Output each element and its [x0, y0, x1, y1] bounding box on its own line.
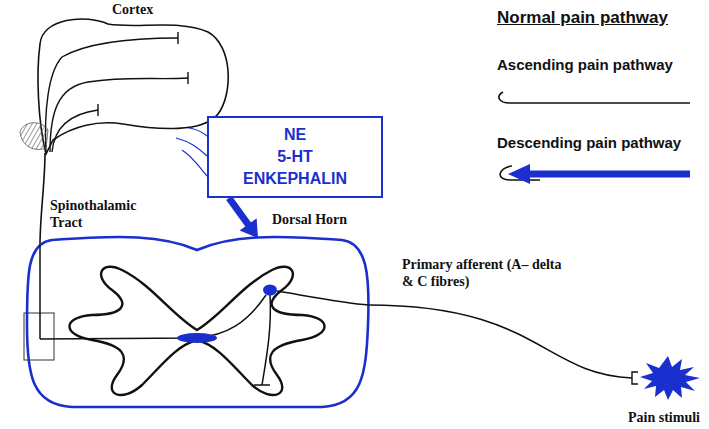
- fibre-ending: [97, 104, 98, 116]
- descending-fibre: [182, 150, 207, 176]
- fibre-ending: [254, 384, 270, 386]
- legend-text: Ascending pain pathway: [497, 56, 673, 73]
- pathway-line: [40, 153, 45, 245]
- descending-fibres: [170, 126, 207, 176]
- cortical-fibre: [50, 78, 188, 152]
- cortical-fibre: [52, 110, 98, 152]
- tract-fibre: [39, 245, 41, 339]
- interneuron-fibre: [262, 295, 270, 385]
- arrow-head: [240, 218, 258, 238]
- legend-text: Descending pain pathway: [497, 134, 681, 151]
- cortical-fibres: [46, 32, 188, 152]
- diagram-title: Normal pain pathway: [497, 8, 668, 28]
- ascending-sample-line: [499, 92, 690, 103]
- node-text: Dorsal Horn: [272, 212, 347, 228]
- node-text: ENKEPHALIN: [217, 168, 373, 190]
- descending-sample-shaft: [528, 171, 690, 178]
- structure-label: Spinothalamic Tract: [50, 197, 150, 231]
- node-outline: [28, 2, 233, 154]
- central-canal: [177, 333, 217, 343]
- node-text: NE: [217, 124, 373, 146]
- cord-fibres: [40, 245, 369, 385]
- dorsal-horn-synapse: [263, 285, 277, 296]
- descending-fibre: [176, 138, 207, 156]
- edge-label: Primary afferent (A– delta & C fibres): [402, 256, 572, 290]
- cerebellum-hatch: [20, 123, 48, 150]
- cord-outline: [27, 237, 369, 407]
- grey-matter-outline: [70, 267, 325, 395]
- ascending-legend-sample: [499, 92, 690, 103]
- fibre-ending: [187, 72, 188, 84]
- pathway-connector: [40, 153, 45, 245]
- brain-outline: [38, 19, 228, 154]
- spinal-cord-section: Dorsal Horn: [22, 235, 373, 410]
- node-text: Pain stimuli: [622, 410, 706, 426]
- pain-stimulus: Pain stimuli: [622, 354, 706, 426]
- descending-sample-head: [508, 164, 530, 184]
- cortex-region: Cortex: [28, 2, 233, 154]
- nerve-ending: [632, 372, 638, 384]
- transmitter-box: NE5-HTENKEPHALIN: [207, 116, 383, 198]
- fibre-ending: [177, 32, 178, 44]
- pain-star: [640, 356, 700, 400]
- cortical-fibre: [46, 38, 178, 152]
- pathway-connector: [368, 305, 632, 378]
- afferent-fibre-inner: [277, 291, 369, 305]
- crossing-fibre: [40, 295, 266, 339]
- pathway-connector: [229, 198, 258, 238]
- descending-legend-sample: [500, 164, 690, 184]
- pathway-line: [229, 198, 249, 225]
- node-text: Cortex: [112, 2, 153, 18]
- node-text: 5-HT: [217, 146, 373, 168]
- tract-region: [24, 313, 54, 360]
- node-outline: [22, 235, 373, 410]
- pathway-line: [368, 305, 632, 378]
